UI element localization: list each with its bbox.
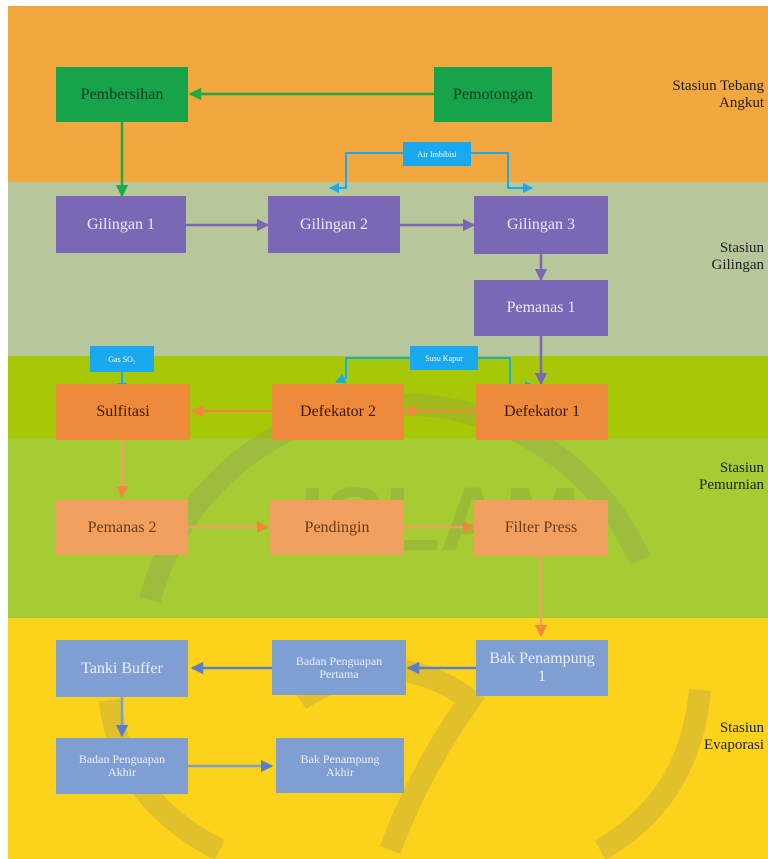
input-air-imbibisi: Air Imbibisi xyxy=(403,142,471,166)
node-pembersihan: Pembersihan xyxy=(56,67,188,122)
node-sulfitasi: Sulfitasi xyxy=(56,384,190,440)
station-label-evaporasi: Stasiun Evaporasi xyxy=(704,720,764,753)
node-gilingan-1: Gilingan 1 xyxy=(56,196,186,253)
station-label-tebang-angkut: Stasiun Tebang Angkut xyxy=(672,78,764,111)
input-susu-kapur: Susu Kapur xyxy=(410,346,478,370)
node-bak-penampung-1: Bak Penampung 1 xyxy=(476,640,608,696)
station-label-gilingan: Stasiun Gilingan xyxy=(711,240,765,273)
node-badan-penguapan-akhir: Badan Penguapan Akhir xyxy=(56,738,188,794)
node-gilingan-3: Gilingan 3 xyxy=(474,196,608,254)
station-label-pemurnian: Stasiun Pemurnian xyxy=(699,460,764,493)
node-filter-press: Filter Press xyxy=(474,500,608,556)
node-gilingan-2: Gilingan 2 xyxy=(268,196,400,253)
input-gas-so2: Gas SO₂ xyxy=(90,346,154,372)
arrow-air-imbibisi-gilingan2 xyxy=(329,152,405,193)
arrow-susu-kapur-defekator1 xyxy=(478,357,535,391)
arrow-susu-kapur-defekator2 xyxy=(335,357,412,384)
node-pemotongan: Pemotongan xyxy=(434,67,552,122)
node-tanki-buffer: Tanki Buffer xyxy=(56,640,188,697)
node-pemanas-2: Pemanas 2 xyxy=(56,500,188,555)
node-pemanas-1: Pemanas 1 xyxy=(474,280,608,336)
node-defekator-2: Defekator 2 xyxy=(272,384,404,440)
node-defekator-1: Defekator 1 xyxy=(476,384,608,440)
node-pendingin: Pendingin xyxy=(270,500,404,555)
node-badan-penguapan-pertama: Badan Penguapan Pertama xyxy=(272,640,406,695)
arrow-air-imbibisi-gilingan3 xyxy=(470,152,533,193)
node-bak-penampung-akhir: Bak Penampung Akhir xyxy=(276,738,404,793)
